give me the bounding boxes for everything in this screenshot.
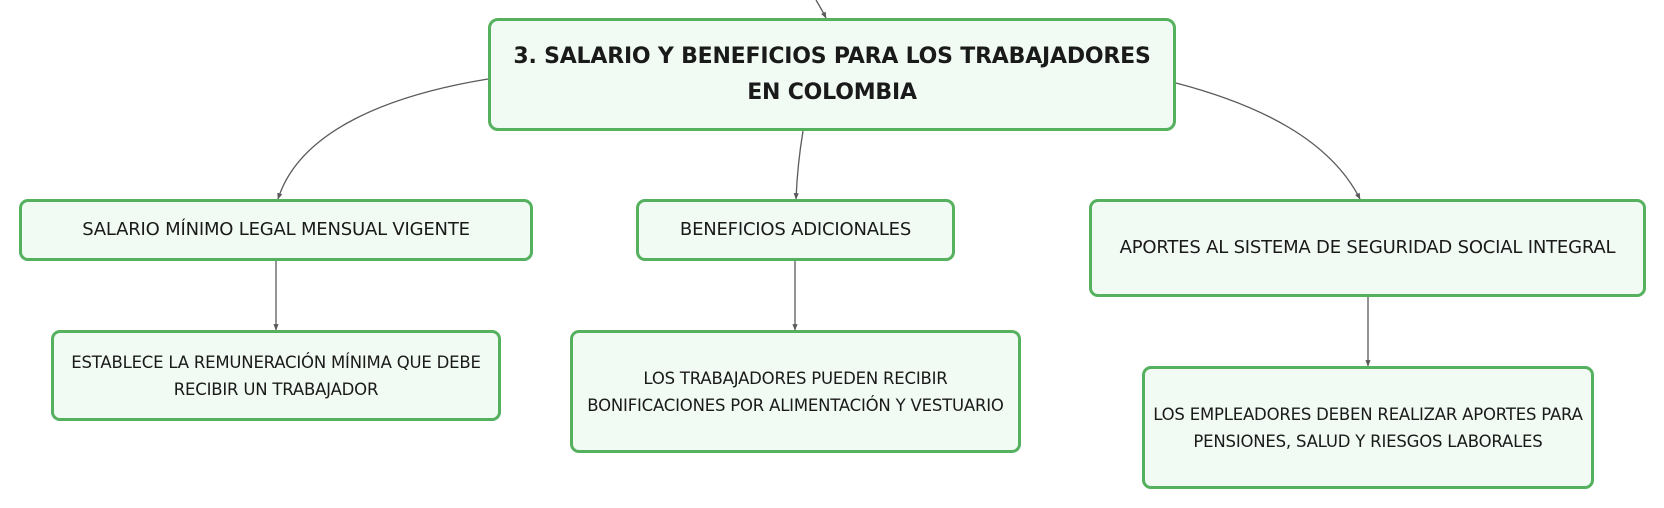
branch-node-aportes-seguridad-social[interactable]: APORTES AL SISTEMA DE SEGURIDAD SOCIAL I… xyxy=(1089,199,1646,297)
branch-label-beneficios-adicionales: BENEFICIOS ADICIONALES xyxy=(679,219,912,240)
connector-root-to-beneficios xyxy=(793,130,804,200)
connector-root-to-salario-minimo xyxy=(277,78,489,200)
leaf-label-bonificaciones: LOS TRABAJADORES PUEDEN RECIBIR BONIFICA… xyxy=(587,368,1004,415)
connector-parent-to-root xyxy=(815,0,827,19)
root-topic-label: 3. SALARIO Y BENEFICIOS PARA LOS TRABAJA… xyxy=(513,43,1151,105)
leaf-label-aportes-empleadores: LOS EMPLEADORES DEBEN REALIZAR APORTES P… xyxy=(1153,404,1583,451)
root-topic-node[interactable]: 3. SALARIO Y BENEFICIOS PARA LOS TRABAJA… xyxy=(488,18,1176,131)
branch-node-beneficios-adicionales[interactable]: BENEFICIOS ADICIONALES xyxy=(636,199,955,261)
branch-label-salario-minimo: SALARIO MÍNIMO LEGAL MENSUAL VIGENTE xyxy=(82,219,470,240)
connector-root-to-aportes xyxy=(1175,82,1361,200)
leaf-node-bonificaciones[interactable]: LOS TRABAJADORES PUEDEN RECIBIR BONIFICA… xyxy=(570,330,1021,453)
branch-label-aportes-seguridad-social: APORTES AL SISTEMA DE SEGURIDAD SOCIAL I… xyxy=(1119,237,1616,258)
leaf-node-aportes-empleadores[interactable]: LOS EMPLEADORES DEBEN REALIZAR APORTES P… xyxy=(1142,366,1594,489)
leaf-label-remuneracion-minima: ESTABLECE LA REMUNERACIÓN MÍNIMA QUE DEB… xyxy=(71,352,481,399)
leaf-node-remuneracion-minima[interactable]: ESTABLECE LA REMUNERACIÓN MÍNIMA QUE DEB… xyxy=(51,330,501,421)
branch-node-salario-minimo[interactable]: SALARIO MÍNIMO LEGAL MENSUAL VIGENTE xyxy=(19,199,533,261)
